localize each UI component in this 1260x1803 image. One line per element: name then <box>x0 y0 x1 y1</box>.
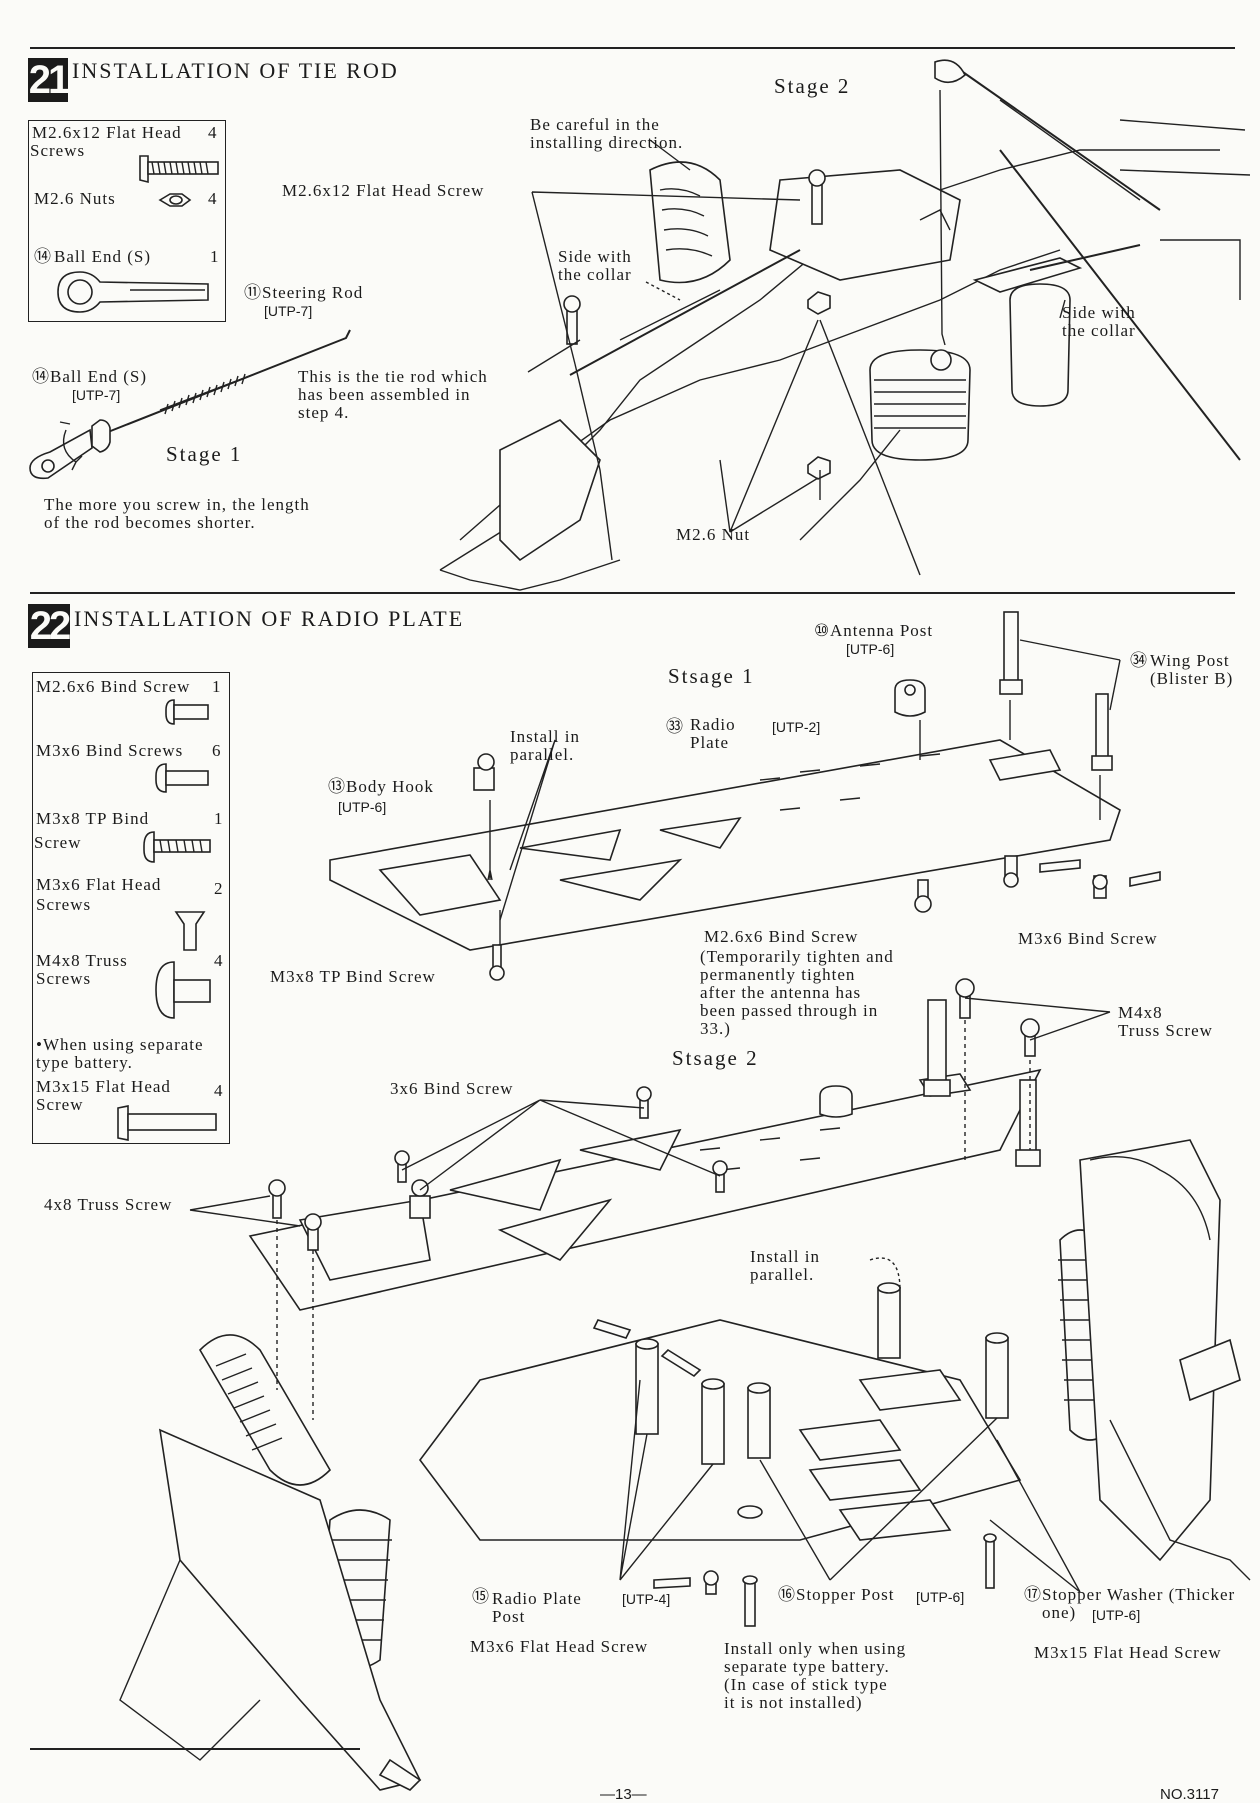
part-m26-nuts-qty: 4 <box>208 189 218 208</box>
bind-3x6-label: 3x6 Bind Screw <box>390 1079 514 1098</box>
wing-post-code: (Blister B) <box>1150 669 1234 688</box>
step-number-22: 22 <box>28 604 71 648</box>
radio-plate-post-ref: ⑮ <box>472 1587 490 1606</box>
part-ball-end-qty: 1 <box>210 247 220 266</box>
part-m3x6-bind-name: M3x6 Bind Screws <box>36 741 184 760</box>
steering-rod-code: [UTP-7] <box>264 303 313 319</box>
middle-rule <box>30 592 1235 594</box>
body-hook-ref: ⑬ <box>328 777 346 796</box>
wing-post-ref: ㉞ <box>1130 651 1148 670</box>
side-collar-left-label: Side with the collar <box>558 247 632 284</box>
part-m3x6-bind-qty: 6 <box>212 741 222 760</box>
part-m3x6-flat-qty: 2 <box>214 879 224 898</box>
part-m3x8-tp-name-2: Screw <box>34 833 82 852</box>
part-m26-nuts-name: M2.6 Nuts <box>34 189 116 208</box>
truss-4x8-label: 4x8 Truss Screw <box>44 1195 173 1214</box>
antenna-post-code: [UTP-6] <box>846 641 895 657</box>
part-m3x6-flat-name-2: Screws <box>36 895 92 914</box>
antenna-post-label: Antenna Post <box>830 621 934 640</box>
radio-plate-label: Radio Plate <box>690 715 736 752</box>
stopper-washer-ref: ⑰ <box>1024 1585 1042 1604</box>
part-m3x8-tp-name: M3x8 TP Bind <box>36 809 150 828</box>
radio-plate-post-code: [UTP-4] <box>622 1591 671 1607</box>
part-ball-end-ref: ⑭ <box>34 247 52 266</box>
ball-end-icon <box>57 271 209 313</box>
step-number-21: 21 <box>28 58 70 102</box>
stage-2-label: Stage 2 <box>774 74 851 98</box>
radio-plate-code: [UTP-2] <box>772 719 821 735</box>
stopper-post-code: [UTP-6] <box>916 1589 965 1605</box>
part-m26x6-name: M2.6x6 Bind Screw <box>36 677 191 696</box>
radio-plate-post-label: Radio Plate Post <box>492 1589 582 1626</box>
m4x8-truss-label: M4x8 Truss Screw <box>1118 1003 1213 1040</box>
stopper-post-ref: ⑯ <box>778 1585 796 1604</box>
flat-head-screw-icon <box>139 155 219 184</box>
separate-battery-note: •When using separate type battery. <box>36 1035 204 1072</box>
part-m3x15-name: M3x15 Flat Head <box>36 1077 171 1096</box>
part-m3x8-tp-qty: 1 <box>214 809 224 828</box>
ball-end-ref: ⑭ <box>32 367 50 386</box>
nut-icon <box>158 193 192 207</box>
chassis-stage2-drawing <box>119 978 1251 1791</box>
part-m3x15-qty: 4 <box>214 1081 224 1100</box>
careful-direction-note: Be careful in the installing direction. <box>530 115 684 152</box>
antenna-post-ref: ⑩ <box>814 621 831 640</box>
section-22-parts-box <box>32 672 230 1144</box>
bind-screw-icons <box>117 699 217 1141</box>
m3x8-tp-label: M3x8 TP Bind Screw <box>270 967 436 986</box>
m26-nut-label: M2.6 Nut <box>676 525 751 544</box>
part-m4x8-truss-qty: 4 <box>214 951 224 970</box>
part-m26x6-qty: 1 <box>212 677 222 696</box>
part-m4x8-truss-name: M4x8 Truss <box>36 951 128 970</box>
radio-plate-ref: ㉝ <box>666 717 684 736</box>
section-22-title: INSTALLATION OF RADIO PLATE <box>74 606 465 631</box>
m3x6-flat-head-label: M3x6 Flat Head Screw <box>470 1637 649 1656</box>
wing-post-label: Wing Post <box>1150 651 1230 670</box>
part-m26x12-name: M2.6x12 Flat Head <box>32 123 182 142</box>
body-hook-label: Body Hook <box>346 777 434 796</box>
stage-1-label-22: Stsage 1 <box>668 664 755 688</box>
page-number: —13— <box>600 1786 647 1803</box>
document-number: NO.3117 <box>1160 1786 1219 1803</box>
stopper-post-label: Stopper Post <box>796 1585 895 1604</box>
screw-length-note: The more you screw in, the length of the… <box>44 495 310 532</box>
bottom-rule-left <box>30 1748 360 1750</box>
steering-rod-drawing <box>29 329 351 480</box>
m3x15-flat-head-label: M3x15 Flat Head Screw <box>1034 1643 1222 1662</box>
part-m26x12-qty: 4 <box>208 123 218 142</box>
part-m3x6-flat-name: M3x6 Flat Head <box>36 875 162 894</box>
part-m4x8-truss-name-2: Screws <box>36 969 92 988</box>
steering-rod-label: Steering Rod <box>262 283 364 302</box>
install-parallel-2: Install in parallel. <box>750 1247 820 1284</box>
section-21-parts-box <box>28 120 226 322</box>
part-m26x12-name-2: Screws <box>30 141 86 160</box>
stopper-washer-code: [UTP-6] <box>1092 1607 1141 1623</box>
part-ball-end-name: Ball End (S) <box>54 247 151 266</box>
stopper-note: Install only when using separate type ba… <box>724 1639 907 1712</box>
stopper-washer-label: Stopper Washer (Thicker one) <box>1042 1585 1236 1622</box>
m26x6-bind-note: (Temporarily tighten and permanently tig… <box>700 947 894 1038</box>
part-m3x15-name-2: Screw <box>36 1095 84 1114</box>
m26x12-screw-label: M2.6x12 Flat Head Screw <box>282 181 485 200</box>
steering-rod-ref: ⑪ <box>244 283 262 302</box>
install-parallel-1: Install in parallel. <box>510 727 580 764</box>
radio-plate-stage1-drawing <box>329 611 1161 981</box>
stage-2-label-22: Stsage 2 <box>672 1046 759 1070</box>
side-collar-right-label: Side with the collar <box>1062 303 1136 340</box>
ball-end-label: Ball End (S) <box>50 367 147 386</box>
ball-end-code: [UTP-7] <box>72 387 121 403</box>
m3x6-bind-label: M3x6 Bind Screw <box>1018 929 1158 948</box>
front-suspension-drawing <box>439 59 1251 591</box>
stage-1-label: Stage 1 <box>166 442 243 466</box>
m26x6-bind-label: M2.6x6 Bind Screw <box>704 927 859 946</box>
body-hook-code: [UTP-6] <box>338 799 387 815</box>
section-21-title: INSTALLATION OF TIE ROD <box>72 58 399 83</box>
top-rule <box>30 47 1235 49</box>
tie-rod-note: This is the tie rod which has been assem… <box>298 367 488 422</box>
